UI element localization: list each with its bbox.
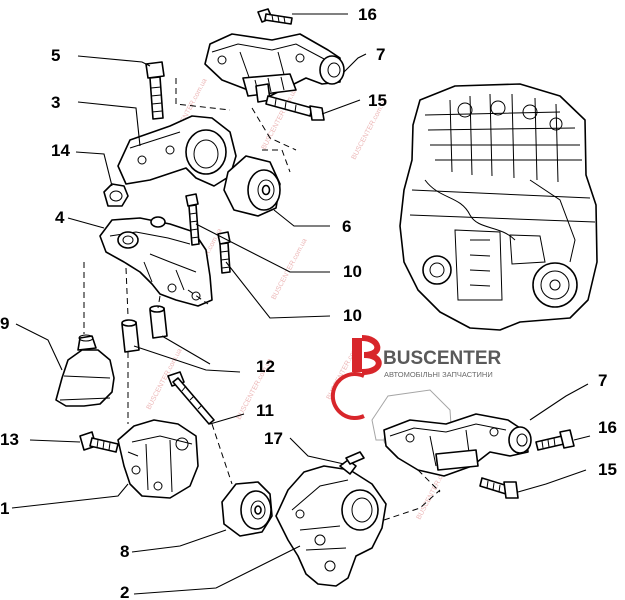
bolt-16-lower: [535, 429, 575, 451]
leader-lines: [11, 13, 591, 595]
callout-17: 17: [264, 429, 283, 448]
upper-arm-3: [117, 115, 237, 187]
callout-13: 13: [0, 430, 19, 449]
lower-arm-2: [275, 465, 387, 587]
callout-12: 12: [256, 357, 275, 376]
spacer-12-a: [121, 319, 140, 353]
lower-bracket-7: [383, 413, 532, 477]
callout-7-bottom: 7: [598, 371, 607, 390]
bolt-15-lower: [479, 477, 519, 499]
callout-10-a: 10: [343, 262, 362, 281]
callout-14: 14: [51, 141, 70, 160]
callout-8: 8: [120, 542, 129, 561]
callout-6: 6: [342, 217, 351, 236]
callout-10-b: 10: [343, 306, 362, 325]
bolt-11: [167, 371, 215, 425]
engine-block-illustration: [399, 83, 598, 331]
bolt-10-a: [185, 193, 200, 246]
callout-7-top: 7: [376, 45, 385, 64]
logo-tagline: АВТОМОБІЛЬНІ ЗАПЧАСТИНИ: [384, 370, 493, 379]
assembly-lines: [83, 78, 441, 521]
watermark: BUSCENTER.com.ua: [271, 237, 309, 300]
bolt-5: [145, 61, 165, 120]
callout-4: 4: [55, 208, 65, 227]
callout-numbers: 16 5 7 3 15 14 4 6 10 10 9 12 11 13 17 7…: [0, 5, 617, 600]
logo-brand: BUSCENTER: [383, 348, 502, 369]
mounting-bracket-4: [99, 216, 213, 307]
lower-bracket-1: [117, 419, 199, 499]
callout-16-top: 16: [358, 5, 377, 24]
bushing-6: [223, 155, 281, 217]
callout-9: 9: [0, 314, 9, 333]
bolt-10-b: [217, 231, 231, 274]
callout-11: 11: [256, 401, 274, 420]
callout-15-bottom: 15: [598, 460, 617, 479]
callout-3: 3: [51, 93, 60, 112]
upper-bracket-7: [204, 33, 345, 97]
bolt-15-upper: [255, 83, 325, 121]
callout-15-top: 15: [368, 91, 387, 110]
nut-14: [103, 183, 129, 207]
bolt-16-top: [257, 8, 293, 25]
callout-16-bottom: 16: [598, 418, 617, 437]
spacer-12-b: [149, 305, 168, 339]
callout-5: 5: [51, 46, 60, 65]
rubber-mount-9: [55, 334, 115, 407]
bushing-8: [221, 481, 273, 537]
callout-2: 2: [120, 583, 129, 600]
bolt-13: [79, 431, 119, 453]
callout-1: 1: [0, 499, 9, 518]
buscenter-logo: BUSCENTER АВТОМОБІЛЬНІ ЗАПЧАСТИНИ: [330, 335, 502, 420]
